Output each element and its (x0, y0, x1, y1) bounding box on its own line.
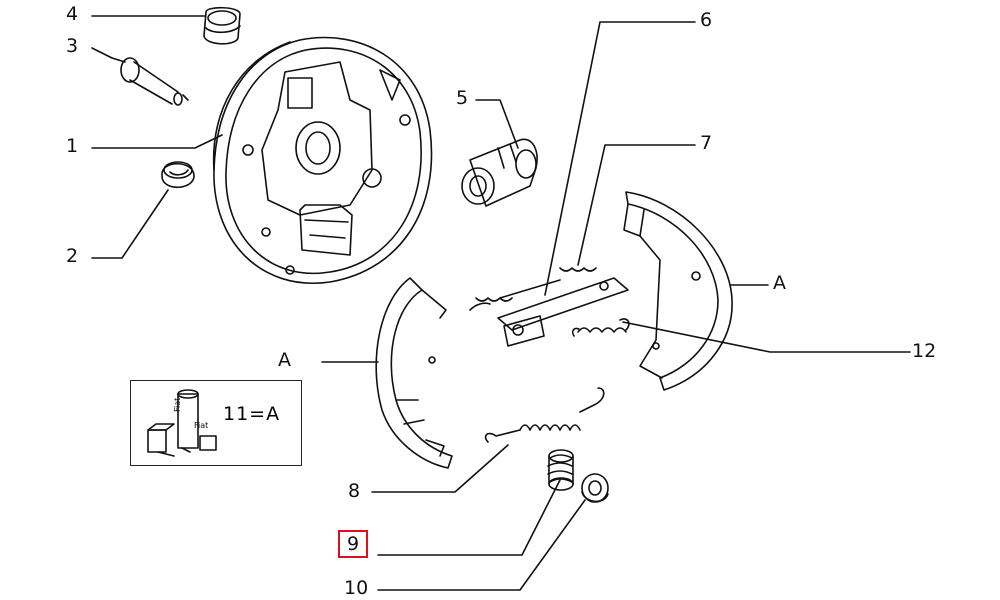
kit-11-icon (147, 389, 217, 457)
callout-4: 4 (66, 3, 79, 25)
callout-9-highlighted: 9 (338, 530, 369, 558)
part-6-strut (469, 267, 629, 347)
kit-equation: 11=A (223, 403, 281, 425)
callout-1: 1 (66, 135, 79, 157)
brake-shoe-left (375, 277, 453, 469)
brake-shoe-right (623, 191, 733, 391)
callout-5: 5 (456, 87, 469, 109)
part-4-bushing (203, 6, 241, 45)
part-3-pin (120, 57, 189, 106)
part-9-spring (547, 449, 574, 491)
part-1-backing-plate (212, 36, 433, 284)
part-12-spring (571, 318, 630, 337)
callout-12: 12 (912, 340, 937, 362)
callout-a-left: A (278, 349, 291, 371)
part-2-plug (161, 161, 195, 189)
callout-8: 8 (348, 480, 361, 502)
callout-7: 7 (700, 132, 713, 154)
kit-11-icon-labels: Fiat Fiat (173, 398, 208, 430)
kit-brand-text-2: Fiat (194, 421, 208, 430)
callout-a-right: A (773, 272, 786, 294)
callout-2: 2 (66, 245, 79, 267)
kit-11-box: 11=A (130, 380, 302, 466)
part-5-wheel-cylinder (461, 138, 538, 207)
callout-6: 6 (700, 9, 713, 31)
kit-brand-text: Fiat (173, 398, 182, 412)
part-10-cup (581, 473, 609, 503)
callout-10: 10 (344, 577, 369, 599)
part-8-spring (484, 387, 605, 443)
leader-lines (91, 15, 911, 591)
callout-3: 3 (66, 35, 79, 57)
